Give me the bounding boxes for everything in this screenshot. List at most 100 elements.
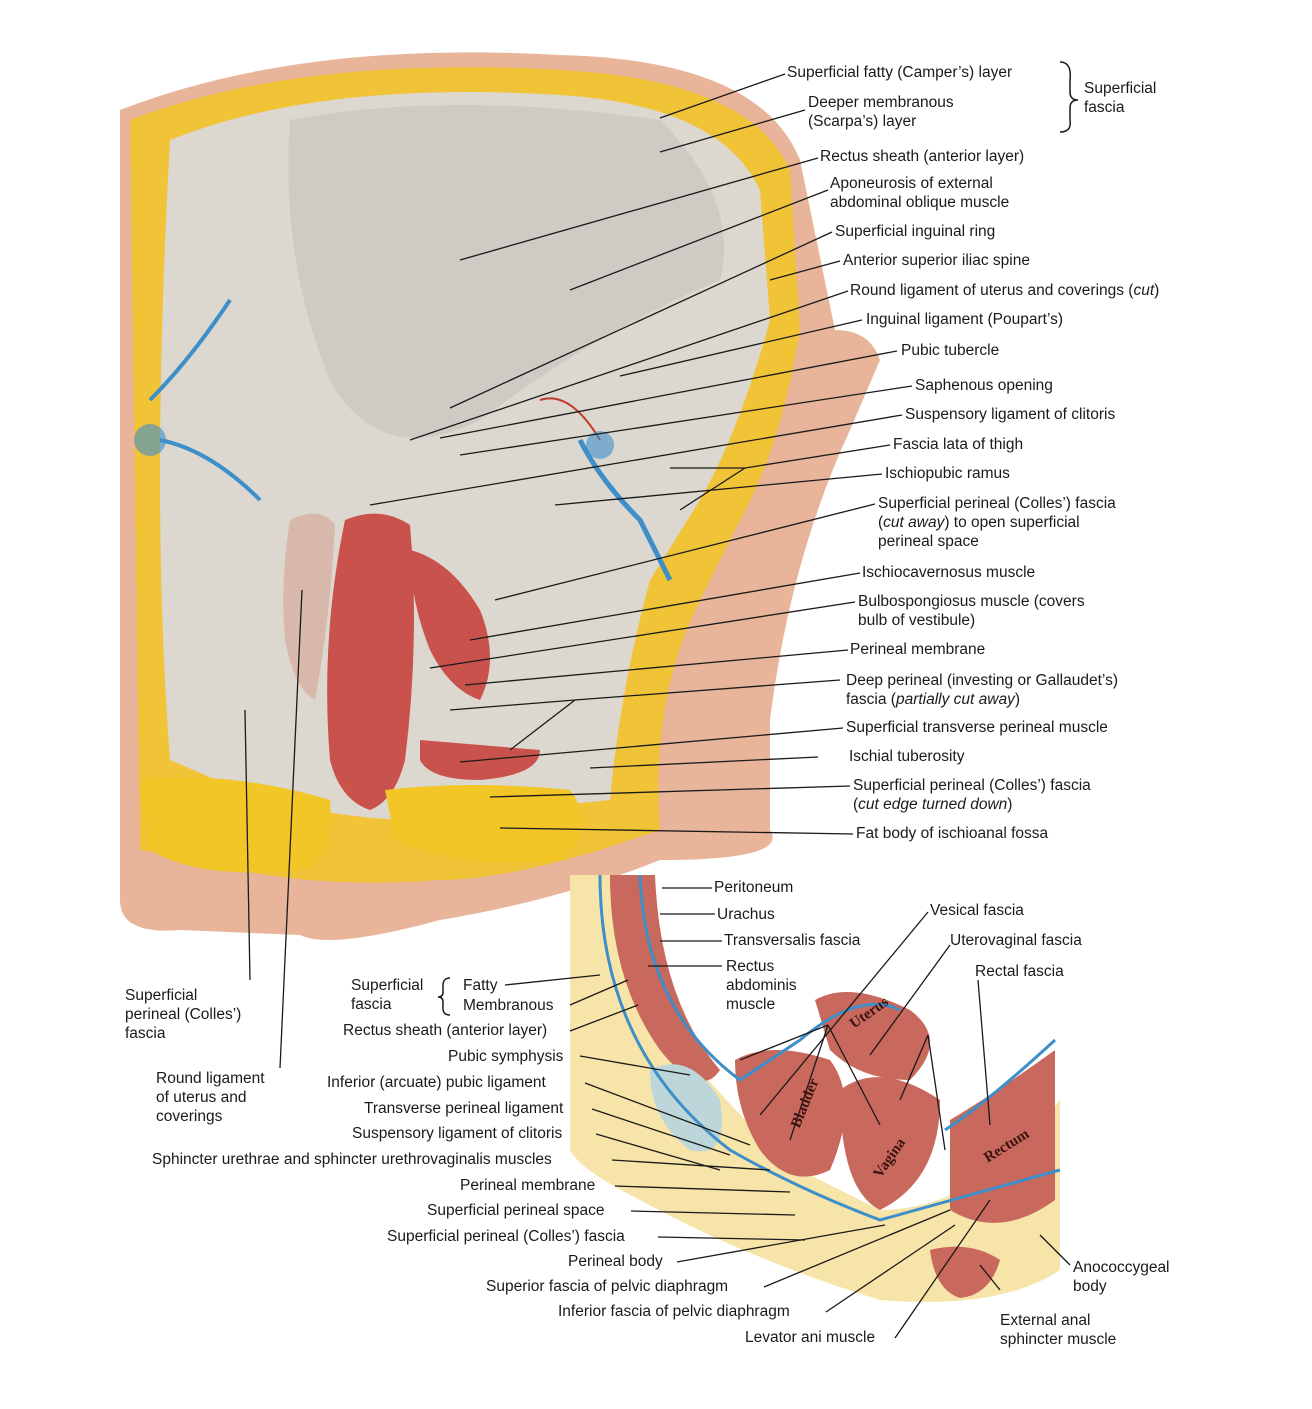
label-inferior-fascia-pelvic-diaphragm: Inferior fascia of pelvic diaphragm [558,1302,790,1321]
label-text: Transversalis fascia [724,932,861,949]
label-text: fascia [351,996,392,1013]
label-deeper-membranous-layer: Deeper membranous(Scarpa’s) layer [808,93,954,131]
label-text: Perineal body [568,1253,663,1270]
perineal-dissection-illustration [120,52,880,940]
label-text: Superior fascia of pelvic diaphragm [486,1278,729,1295]
label-sagittal-perineal-membrane: Perineal membrane [460,1176,595,1195]
label-superficial-transverse-perineal: Superficial transverse perineal muscle [846,718,1108,737]
label-text: abdominis [726,977,797,994]
label-text: Suspensory ligament of clitoris [905,406,1116,423]
label-text: Rectus [726,958,775,975]
label-text: Superficial perineal space [427,1202,605,1219]
label-text: Saphenous opening [915,377,1053,394]
label-pubic-symphysis: Pubic symphysis [448,1047,563,1066]
label-text: Rectus sheath (anterior layer) [820,148,1025,165]
label-sagittal-superficial-fascia: Superficial fascia [351,976,423,1014]
label-text: Inferior (arcuate) pubic ligament [327,1074,546,1091]
label-colles-turned-down: Superficial perineal (Colles’) fascia(cu… [853,776,1091,814]
label-colles-cut-away: Superficial perineal (Colles’) fascia(cu… [878,494,1116,551]
label-text: Ischial tuberosity [849,748,965,765]
label-text: Pubic symphysis [448,1048,564,1065]
label-text: Ischiocavernosus muscle [862,564,1036,581]
label-round-ligament: Round ligament of uterus and coverings (… [850,281,1159,300]
label-rectus-sheath: Rectus sheath (anterior layer) [820,147,1024,166]
label-anterior-superior-iliac-spine: Anterior superior iliac spine [843,251,1030,270]
label-text: Superficial [351,977,424,994]
label-text: ( [878,514,884,531]
label-text: Superficial fatty (Camper’s) layer [787,64,1013,81]
label-superior-fascia-pelvic-diaphragm: Superior fascia of pelvic diaphragm [486,1277,728,1296]
label-transversalis-fascia: Transversalis fascia [724,931,860,950]
label-text: Aponeurosis of external [830,175,993,192]
label-sagittal-rectus-sheath: Rectus sheath (anterior layer) [343,1021,547,1040]
label-text: Inferior fascia of pelvic diaphragm [558,1303,790,1320]
label-inferior-arcuate-ligament: Inferior (arcuate) pubic ligament [327,1073,546,1092]
label-text: ( [853,796,859,813]
label-text: perineal space [878,533,979,550]
label-text: Levator ani muscle [745,1329,876,1346]
label-superficial-inguinal-ring: Superficial inguinal ring [835,222,995,241]
label-text: bulb of vestibule) [858,612,976,629]
label-text: perineal (Colles’) [125,1006,242,1023]
label-text: Transverse perineal ligament [364,1100,564,1117]
label-superficial-perineal-space: Superficial perineal space [427,1201,605,1220]
label-text: External anal [1000,1312,1091,1329]
label-bulbospongiosus: Bulbospongiosus muscle (covers bulb of ve… [858,592,1085,630]
label-perineal-body: Perineal body [568,1252,663,1271]
label-external-anal-sphincter: External anal sphincter muscle [1000,1311,1116,1349]
label-fascia-lata: Fascia lata of thigh [893,435,1023,454]
label-text: of uterus and [156,1089,247,1106]
label-text: cut edge turned down [858,796,1008,813]
label-text: Sphincter urethrae and sphincter urethro… [152,1151,552,1168]
label-suspensory-ligament: Suspensory ligament of clitoris [905,405,1115,424]
label-text: Fatty [463,977,498,994]
label-text: Superficial transverse perineal muscle [846,719,1108,736]
label-text: fascia [1084,99,1125,116]
label-sagittal-colles-fascia: Superficial perineal (Colles’) fascia [387,1227,625,1246]
label-text: Fascia lata of thigh [893,436,1024,453]
leader-lines [244,73,1071,1339]
label-anococcygeal-body: Anococcygeal body [1073,1258,1170,1296]
label-text: Perineal membrane [850,641,986,658]
label-text: Uterovaginal fascia [950,932,1082,949]
label-pubic-tubercle: Pubic tubercle [901,341,999,360]
label-fat-body-ischioanal: Fat body of ischioanal fossa [856,824,1048,843]
label-text: Peritoneum [714,879,794,896]
label-superficial-fascia-group: Superficial fascia [1084,79,1156,117]
label-membranous: Membranous [463,996,553,1015]
label-text: Fat body of ischioanal fossa [856,825,1049,842]
label-deep-perineal-fascia: Deep perineal (investing or Gallaudet’s)… [846,671,1118,709]
label-text: Superficial [1084,80,1157,97]
superficial-fascia-brace [1059,61,1079,133]
label-text: ) [1154,282,1160,299]
label-aponeurosis: Aponeurosis of external abdominal oblique… [830,174,1009,212]
sagittal-section-illustration [570,874,1061,1302]
label-peritoneum: Peritoneum [714,878,793,897]
label-ischial-tuberosity: Ischial tuberosity [849,747,964,766]
label-levator-ani: Levator ani muscle [745,1328,875,1347]
label-text: body [1073,1278,1107,1295]
label-text: Perineal membrane [460,1177,596,1194]
sagittal-fascia-brace [437,977,451,1016]
label-text: Membranous [463,997,554,1014]
label-text: cut [1133,282,1155,299]
label-text: coverings [156,1108,223,1125]
label-text: Bulbospongiosus muscle (covers [858,593,1085,610]
label-text: ) [1014,691,1021,708]
label-sagittal-suspensory-ligament: Suspensory ligament of clitoris [352,1124,562,1143]
label-vesical-fascia: Vesical fascia [930,901,1024,920]
label-text: Urachus [717,906,775,923]
label-text: fascia ( [846,691,896,708]
label-text: abdominal oblique muscle [830,194,1010,211]
label-text: Anococcygeal [1073,1259,1170,1276]
label-text: Pubic tubercle [901,342,1000,359]
label-text: Inguinal ligament (Poupart’s) [866,311,1064,328]
label-perineal-membrane: Perineal membrane [850,640,985,659]
label-text: ) [1007,796,1013,813]
label-text: Rectal fascia [975,963,1064,980]
label-text: sphincter muscle [1000,1331,1117,1348]
